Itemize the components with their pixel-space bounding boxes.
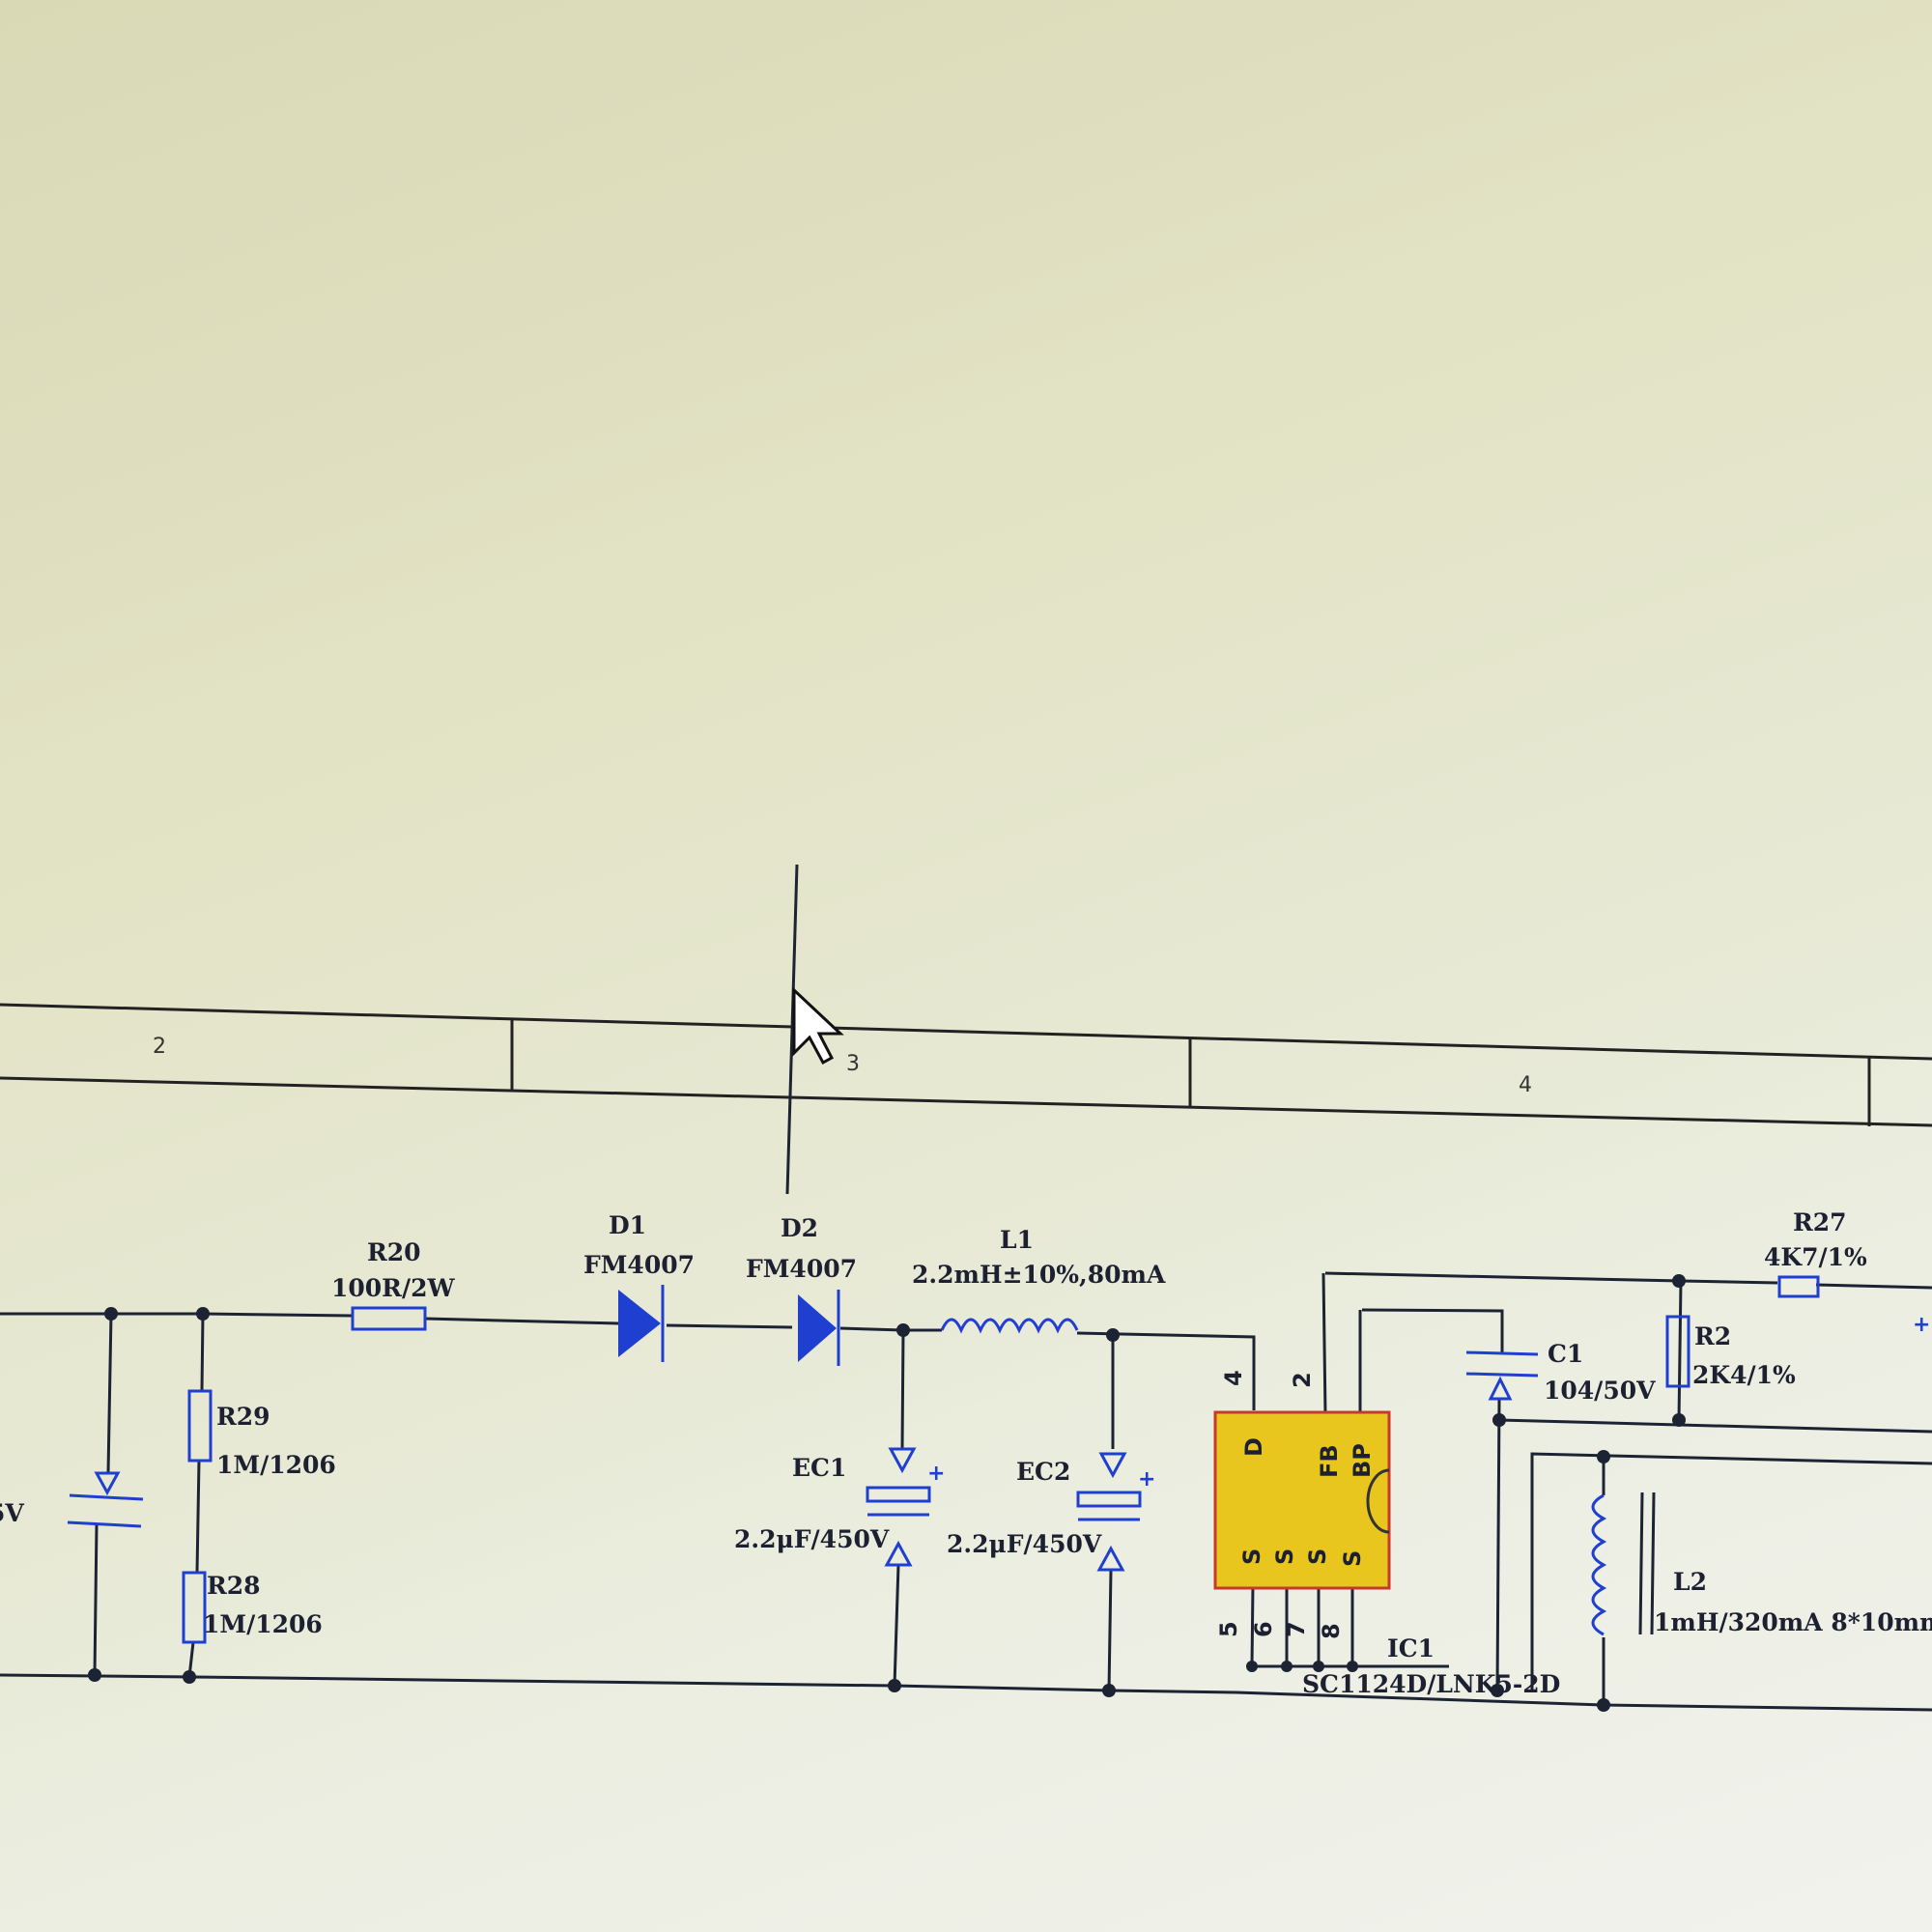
electrolytic-cap-ec1[interactable]: + EC1 2.2μF/450V: [734, 1447, 945, 1567]
ic1-pin-fb: FB: [1316, 1444, 1343, 1478]
ic1-pinnum-6: 6: [1250, 1621, 1277, 1637]
ec2-ref: EC2: [1016, 1458, 1070, 1486]
ic1-pinnum-5: 5: [1215, 1621, 1242, 1637]
zone-label-4: 4: [1519, 1073, 1532, 1097]
diode-d1[interactable]: D1 FM4007: [583, 1211, 695, 1362]
r2-value: 2K4/1%: [1692, 1361, 1796, 1389]
wires: [0, 1271, 1932, 1712]
c1-ref: C1: [1548, 1340, 1583, 1368]
r27-value: 4K7/1%: [1764, 1243, 1867, 1271]
r2-ref: R2: [1694, 1322, 1731, 1350]
ic1-ref: IC1: [1387, 1634, 1435, 1662]
resistor-r20[interactable]: R20 100R/2W: [331, 1238, 455, 1331]
resistor-r28[interactable]: R28 1M/1206: [182, 1571, 323, 1644]
ic1-pin-s1: S: [1238, 1548, 1265, 1565]
ec1-value: 2.2μF/450V: [734, 1525, 890, 1553]
resistor-r27[interactable]: R27 4K7/1%: [1764, 1208, 1867, 1298]
diode-d2[interactable]: D2 FM4007: [746, 1214, 857, 1366]
l1-ref: L1: [1000, 1226, 1034, 1254]
resistor-r29[interactable]: R29 1M/1206: [187, 1389, 336, 1479]
right-edge-capacitor[interactable]: +: [1913, 1313, 1930, 1337]
ic1-pin-s4: S: [1339, 1550, 1366, 1567]
ic1-pin-s3: S: [1304, 1548, 1331, 1565]
d1-ref: D1: [609, 1211, 646, 1239]
electrolytic-cap-ec2[interactable]: + EC2 2.2μF/450V: [947, 1452, 1155, 1572]
r28-ref: R28: [207, 1572, 261, 1600]
left-cap-value: 5V: [0, 1499, 24, 1527]
capacitor-c1[interactable]: C1 104/50V: [1465, 1340, 1656, 1405]
r29-ref: R29: [216, 1403, 270, 1431]
r20-value: 100R/2W: [331, 1274, 455, 1302]
l2-ref: L2: [1673, 1568, 1707, 1596]
l1-value: 2.2mH±10%,80mA: [912, 1261, 1166, 1289]
ic1-pinnum-2: 2: [1289, 1372, 1316, 1388]
d2-ref: D2: [781, 1214, 818, 1242]
ic1-pin-d: D: [1240, 1437, 1267, 1457]
inductor-l1[interactable]: L1 2.2mH±10%,80mA: [912, 1226, 1166, 1334]
r27-ref: R27: [1793, 1208, 1847, 1236]
c1-value: 104/50V: [1544, 1377, 1656, 1405]
resistor-r2[interactable]: R2 2K4/1%: [1665, 1315, 1796, 1389]
ic1-pin-s2: S: [1271, 1548, 1298, 1565]
zone-label-3: 3: [846, 1052, 860, 1076]
left-capacitor[interactable]: 5V: [0, 1471, 144, 1528]
d1-value: FM4007: [583, 1251, 695, 1279]
ic-ic1[interactable]: D FB BP S S S S 4 2 5 6 7 8 IC1 SC1124D/…: [1213, 1370, 1560, 1698]
ic1-pinnum-4: 4: [1220, 1370, 1247, 1386]
zone-strip: 2 3 4: [0, 1003, 1932, 1127]
r20-ref: R20: [367, 1238, 421, 1266]
mouse-pointer-icon: [792, 986, 844, 1065]
ec2-plus: +: [1138, 1467, 1155, 1492]
ic1-value: SC1124D/LNK5-2D: [1302, 1670, 1560, 1698]
ec1-plus: +: [927, 1462, 945, 1486]
ec1-ref: EC1: [792, 1454, 846, 1482]
r29-value: 1M/1206: [216, 1451, 336, 1479]
crosshair-line: [785, 864, 799, 1195]
r28-value: 1M/1206: [203, 1610, 323, 1638]
ic1-pin-bp: BP: [1349, 1443, 1376, 1478]
right-cap-plus: +: [1913, 1313, 1930, 1337]
ic1-pinnum-7: 7: [1283, 1621, 1310, 1637]
d2-value: FM4007: [746, 1255, 857, 1283]
zone-label-2: 2: [153, 1035, 166, 1059]
inductor-l2[interactable]: L2 1mH/320mA 8*10mm: [1591, 1492, 1932, 1636]
ic1-pinnum-8: 8: [1318, 1623, 1345, 1639]
ec2-value: 2.2μF/450V: [947, 1530, 1102, 1558]
l2-value: 1mH/320mA 8*10mm: [1654, 1608, 1932, 1636]
